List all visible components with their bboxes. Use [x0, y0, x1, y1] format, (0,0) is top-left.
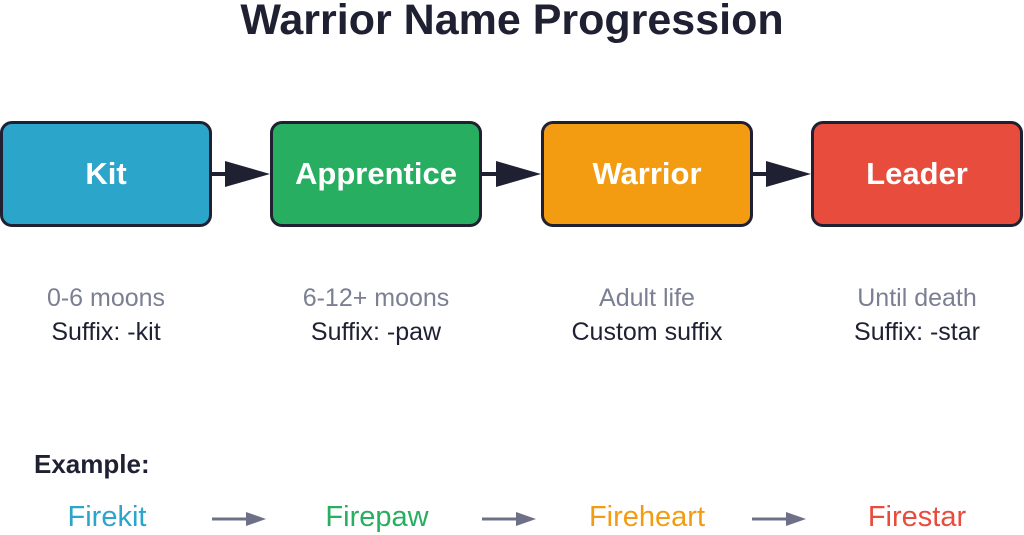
- example-heading: Example:: [34, 449, 150, 479]
- stage-info-warrior: Adult life Custom suffix: [517, 282, 777, 350]
- stage-duration-leader: Until death: [857, 284, 977, 312]
- arrow-kit-to-apprentice-icon: [211, 161, 270, 187]
- stage-suffix-apprentice: Suffix: -paw: [310, 318, 442, 346]
- example-name-leader: Firestar: [867, 501, 967, 533]
- stage-box-leader: Leader: [811, 121, 1023, 227]
- diagram-title: Warrior Name Progression: [240, 0, 784, 44]
- stage-label-kit: Kit: [85, 156, 127, 191]
- stage-label-leader: Leader: [866, 156, 968, 191]
- arrow-warrior-to-leader-icon: [752, 161, 811, 187]
- stage-label-apprentice: Apprentice: [295, 156, 457, 191]
- stage-suffix-leader: Suffix: -star: [854, 318, 980, 346]
- stage-suffix-warrior: Custom suffix: [571, 318, 723, 346]
- stage-info-leader: Until death Suffix: -star: [787, 282, 1024, 350]
- example-arrow-2-icon: [482, 512, 536, 526]
- stage-duration-kit: 0-6 moons: [46, 284, 166, 312]
- example-name-apprentice: Firepaw: [325, 501, 429, 533]
- example-arrow-1-icon: [212, 512, 266, 526]
- stage-label-warrior: Warrior: [592, 156, 702, 191]
- example-name-warrior: Fireheart: [588, 501, 706, 533]
- stage-duration-apprentice: 6-12+ moons: [302, 284, 450, 312]
- arrow-apprentice-to-warrior-icon: [482, 161, 541, 187]
- example-arrow-3-icon: [752, 512, 806, 526]
- stage-suffix-kit: Suffix: -kit: [51, 318, 161, 346]
- stage-duration-warrior: Adult life: [599, 284, 695, 312]
- stage-box-warrior: Warrior: [541, 121, 753, 227]
- stage-box-apprentice: Apprentice: [270, 121, 482, 227]
- stage-info-kit: 0-6 moons Suffix: -kit: [0, 282, 236, 350]
- example-name-kit: Firekit: [67, 501, 147, 533]
- stage-box-kit: Kit: [0, 121, 212, 227]
- stage-info-apprentice: 6-12+ moons Suffix: -paw: [246, 282, 506, 350]
